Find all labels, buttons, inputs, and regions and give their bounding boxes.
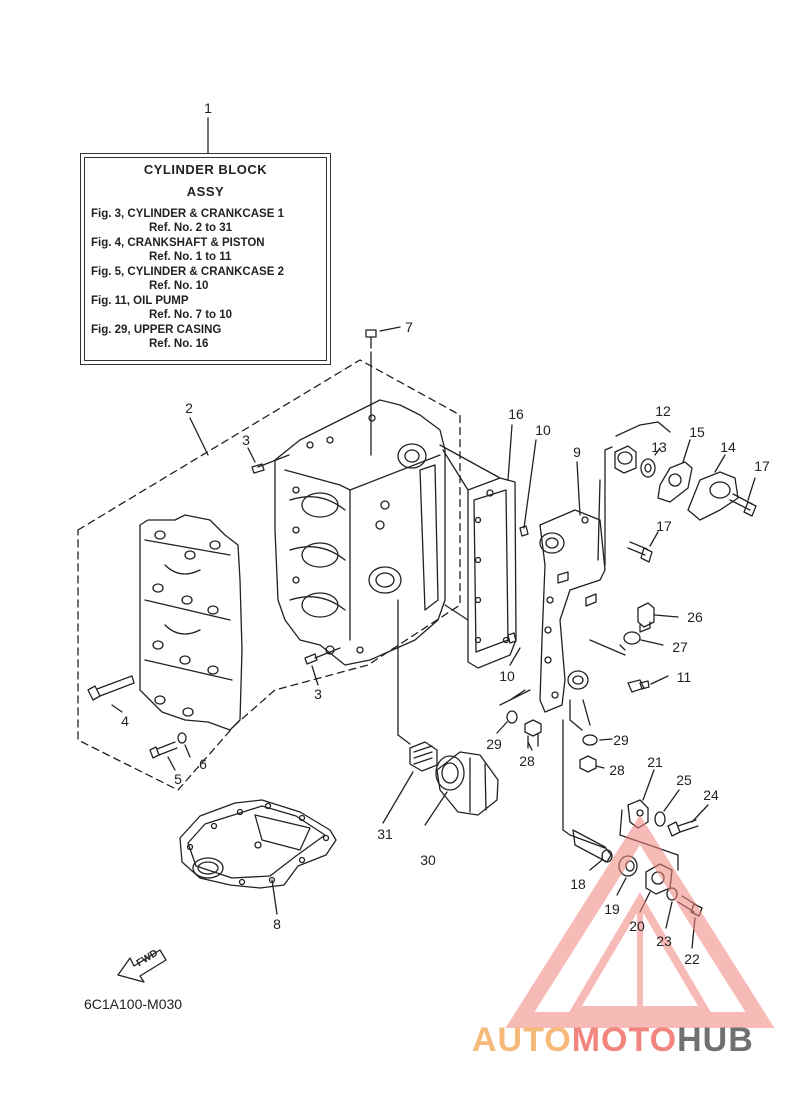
box-line: Ref. No. 16	[149, 338, 209, 350]
callout-8: 8	[273, 916, 281, 932]
o-ring-27	[623, 631, 664, 646]
thermostat-cover-14	[687, 454, 739, 521]
gasket-8	[179, 799, 337, 915]
screw-7	[365, 326, 401, 349]
box-line: Fig. 5, CYLINDER & CRANKCASE 2	[91, 266, 284, 278]
callout-7: 7	[405, 319, 413, 335]
fwd-arrow-icon	[117, 949, 167, 983]
crankcase	[139, 514, 243, 731]
callout-11: 11	[676, 669, 692, 685]
callout-6: 6	[199, 756, 207, 772]
callout-5: 5	[174, 771, 182, 787]
callout-4: 4	[121, 713, 129, 729]
exhaust-cover-9	[539, 461, 606, 713]
bolt-5	[149, 741, 178, 771]
washer-29-right	[582, 734, 613, 746]
callout-18: 18	[570, 876, 586, 892]
callout-22: 22	[684, 951, 700, 967]
callout-14: 14	[720, 439, 736, 455]
box-line: Ref. No. 2 to 31	[149, 222, 233, 234]
watermark-logo	[505, 815, 775, 1028]
callout-2: 2	[185, 400, 193, 416]
box-line: Fig. 11, OIL PUMP	[91, 295, 189, 307]
callout-1: 1	[204, 100, 212, 116]
callout-17: 17	[656, 518, 672, 534]
watermark-part-moto: MOTO	[571, 1021, 678, 1059]
bolt-17-upper	[729, 477, 757, 517]
callout-29: 29	[613, 732, 629, 748]
union-31	[382, 741, 438, 824]
dowel-3-upper	[247, 447, 290, 474]
callout-21: 21	[647, 754, 663, 770]
box-line: Fig. 3, CYLINDER & CRANKCASE 1	[91, 208, 284, 220]
callout-3: 3	[314, 686, 322, 702]
callout-26: 26	[687, 609, 703, 625]
callout-15: 15	[689, 424, 705, 440]
gasket-13	[640, 447, 661, 478]
washer-25	[654, 789, 680, 827]
leader-2	[189, 417, 209, 456]
box-title-line2: ASSY	[186, 184, 225, 199]
pipe-18	[572, 829, 613, 871]
callout-27: 27	[672, 639, 688, 655]
callout-13: 13	[651, 439, 667, 455]
box-line: Ref. No. 1 to 11	[149, 251, 232, 263]
callout-10: 10	[499, 668, 515, 684]
dowel-3-lower	[304, 647, 341, 686]
box-line: Fig. 29, UPPER CASING	[91, 324, 222, 336]
callout-9: 9	[573, 444, 581, 460]
callout-20: 20	[629, 918, 645, 934]
watermark-part-hub: HUB	[677, 1021, 754, 1059]
plug-26	[637, 602, 679, 633]
callout-3: 3	[242, 432, 250, 448]
bolt-28-left	[524, 719, 542, 751]
callout-19: 19	[604, 901, 620, 917]
callout-25: 25	[676, 772, 692, 788]
plug-11	[627, 675, 669, 693]
cylinder-block	[274, 399, 446, 666]
assembly-dashed-boundary	[77, 359, 461, 791]
callout-31: 31	[377, 826, 393, 842]
gasket-15	[657, 439, 693, 503]
box-line: Ref. No. 7 to 10	[149, 309, 233, 321]
oil-filter-30	[424, 751, 499, 826]
box-title-line1: CYLINDER BLOCK	[143, 162, 268, 177]
callout-28: 28	[519, 753, 535, 769]
thermostat-12	[614, 421, 671, 474]
box-line: Fig. 4, CRANKSHAFT & PISTON	[91, 237, 265, 249]
washer-6	[177, 732, 191, 758]
bolt-17-lower	[627, 531, 659, 563]
callout-12: 12	[655, 403, 671, 419]
watermark-part-auto: AUTO	[472, 1021, 572, 1059]
pin-10-lower	[507, 632, 517, 644]
callout-30: 30	[420, 852, 436, 868]
gasket-16	[467, 424, 517, 669]
callout-28: 28	[609, 762, 625, 778]
bolt-28-right	[579, 755, 605, 773]
pin-10-upper	[519, 525, 529, 537]
callout-24: 24	[703, 787, 719, 803]
watermark-text: AUTOMOTOHUB	[472, 1021, 754, 1060]
diagram-code: 6C1A100-M030	[84, 996, 183, 1012]
callout-16: 16	[508, 406, 524, 422]
callout-29: 29	[486, 736, 502, 752]
box-line: Ref. No. 10	[149, 280, 209, 292]
callout-17: 17	[754, 458, 770, 474]
callout-23: 23	[656, 933, 672, 949]
callout-10: 10	[535, 422, 551, 438]
cross-reference-box: CYLINDER BLOCK ASSY Fig. 3, CYLINDER & C…	[80, 153, 331, 365]
cross-reference-box-inner	[84, 157, 327, 361]
washer-29-left	[496, 710, 518, 734]
bolt-24	[667, 804, 709, 837]
bolt-4	[87, 675, 135, 713]
